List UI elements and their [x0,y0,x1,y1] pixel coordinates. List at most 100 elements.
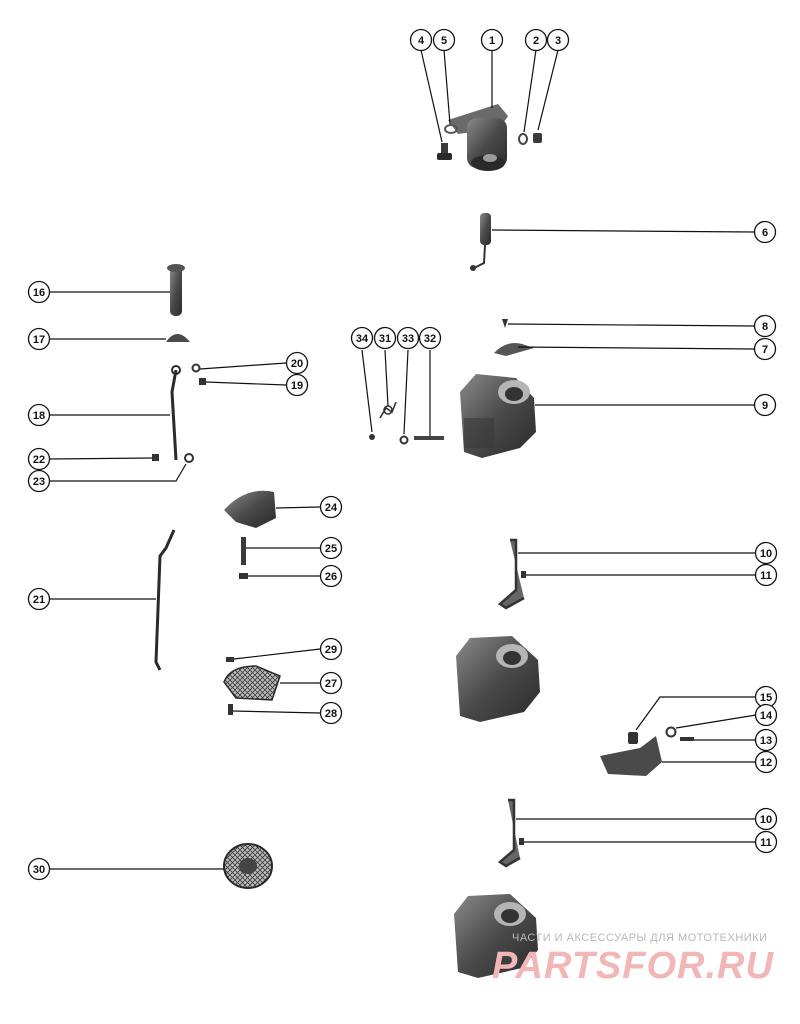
part-12-bracket [600,736,662,776]
svg-text:16: 16 [33,287,45,299]
callout-7: 7 [753,337,777,361]
svg-text:11: 11 [760,570,772,582]
callout-8: 8 [753,314,777,338]
watermark-tagline: ЧАСТИ И АКСЕССУАРЫ ДЛЯ МОТОТЕХНИКИ [512,932,768,944]
part-10-arm-upper [497,538,525,610]
part-30-filter [223,843,273,889]
part-32-pin [414,436,444,440]
parts-group [152,104,694,978]
svg-text:33: 33 [402,333,414,345]
part-14-washer [665,726,677,738]
callout-31: 31 [373,326,397,350]
part-23-washer [184,453,194,463]
part-9-carburetor-body [460,374,536,458]
callout-5: 5 [432,28,456,52]
svg-text:1: 1 [489,35,495,47]
callout-17: 17 [27,327,51,351]
callout-30: 30 [27,857,51,881]
part-28-screw [228,704,233,715]
svg-text:6: 6 [762,227,768,239]
callout-19: 19 [285,373,309,397]
part-16-knob [167,264,185,316]
part-7-lever [494,343,534,356]
callout-10-lower: 10 [754,807,778,831]
svg-text:11: 11 [760,837,772,849]
callout-14: 14 [754,703,778,727]
part-15-nut [628,732,638,744]
svg-text:28: 28 [325,708,337,720]
svg-text:34: 34 [356,333,369,345]
part-26-nut [239,573,248,579]
svg-text:27: 27 [325,678,337,690]
callout-23: 23 [27,469,51,493]
callout-26: 26 [319,564,343,588]
part-17-grommet [166,334,190,342]
callout-2: 2 [524,28,548,52]
callout-29: 29 [319,637,343,661]
svg-text:8: 8 [762,321,768,333]
svg-text:13: 13 [760,735,772,747]
svg-text:29: 29 [325,644,337,656]
svg-text:7: 7 [762,344,768,356]
callout-33: 33 [396,326,420,350]
callout-15: 15 [754,685,778,709]
svg-text:30: 30 [33,864,45,876]
part-13-screw [680,737,694,741]
carburetor-body-lower [454,894,538,978]
svg-text:31: 31 [379,333,391,345]
watermark-brand: PARTSFOR.RU [492,945,774,987]
part-21-link-rod [154,529,176,671]
svg-text:3: 3 [555,35,561,47]
svg-text:4: 4 [418,35,425,47]
callout-28: 28 [319,701,343,725]
callout-4: 4 [409,28,433,52]
part-33-oring [399,435,409,445]
svg-text:25: 25 [325,543,337,555]
part-22-screw [152,454,159,461]
part-11-screw-upper [521,571,526,578]
callout-10-upper: 10 [754,541,778,565]
part-3-nut [533,133,542,143]
part-19-screw [199,378,206,385]
svg-text:32: 32 [424,333,436,345]
part-11-screw-lower [519,838,524,845]
svg-text:20: 20 [291,358,303,370]
svg-text:17: 17 [33,334,45,346]
callouts-group: 1 4 5 2 3 6 8 7 9 34 31 33 32 10 11 15 1… [27,28,778,881]
callout-11-upper: 11 [754,563,778,587]
callout-3: 3 [546,28,570,52]
svg-text:10: 10 [760,814,772,826]
part-10-arm-lower [497,798,521,868]
part-20-washer [191,363,201,373]
callout-12: 12 [754,750,778,774]
part-34-ball [369,434,375,440]
part-8-screw [502,319,508,328]
part-6-sensor [470,213,491,271]
part-4-bolt [437,143,452,160]
carburetor-body-middle [456,636,540,722]
svg-text:26: 26 [325,571,337,583]
part-24-cam [224,490,276,528]
callout-6: 6 [753,220,777,244]
svg-text:14: 14 [760,710,773,722]
part-25-pin [241,537,246,565]
callout-32: 32 [418,326,442,350]
callout-18: 18 [27,403,51,427]
part-5-washer [444,124,458,134]
callout-34: 34 [350,326,374,350]
svg-text:15: 15 [760,692,772,704]
svg-text:2: 2 [533,35,539,47]
callout-24: 24 [319,495,343,519]
watermark: ЧАСТИ И АКСЕССУАРЫ ДЛЯ МОТОТЕХНИКИ PARTS… [492,932,774,987]
callout-27: 27 [319,671,343,695]
callout-21: 21 [27,587,51,611]
svg-text:12: 12 [760,757,772,769]
callout-11-lower: 11 [754,830,778,854]
callout-13: 13 [754,728,778,752]
callout-1: 1 [480,28,504,52]
svg-text:5: 5 [441,35,447,47]
callout-25: 25 [319,536,343,560]
svg-text:24: 24 [325,502,338,514]
callout-20: 20 [285,351,309,375]
